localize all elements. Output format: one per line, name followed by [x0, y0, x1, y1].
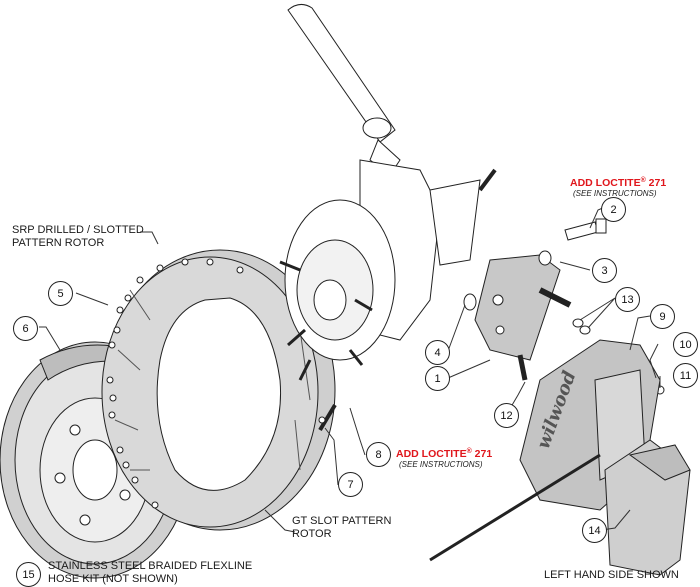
gt-rotor-label-line2: ROTOR: [292, 528, 332, 540]
pad-retaining-pin: [429, 453, 601, 562]
callout-1: 1: [425, 366, 450, 391]
callout-4: 4: [425, 340, 450, 365]
loctite-instructions: (SEE INSTRUCTIONS): [573, 189, 657, 198]
callout-12: 12: [494, 403, 519, 428]
gt-rotor-label-line1: GT SLOT PATTERN: [292, 515, 392, 527]
callout-8: 8: [366, 442, 391, 467]
drilled-slotted-rotor: [101, 249, 336, 531]
hose-kit-label: STAINLESS STEEL BRAIDED FLEXLINE HOSE KI…: [48, 560, 252, 586]
callout-10: 10: [673, 332, 698, 357]
callout-15: 15: [16, 562, 41, 587]
side-note: LEFT HAND SIDE SHOWN: [544, 569, 679, 581]
callout-14: 14: [582, 518, 607, 543]
srp-rotor-label-line2: PATTERN ROTOR: [12, 237, 105, 249]
loctite-title: ADD LOCTITE® 271: [396, 448, 493, 460]
hose-kit-label-line1: STAINLESS STEEL BRAIDED FLEXLINE: [48, 560, 253, 572]
callout-3: 3: [592, 258, 617, 283]
callout-5: 5: [48, 281, 73, 306]
callout-9: 9: [650, 304, 675, 329]
hub-spindle: [279, 4, 497, 381]
callout-11: 11: [673, 363, 698, 388]
srp-rotor-label-line1: SRP DRILLED / SLOTTED: [12, 224, 144, 236]
srp-rotor-label: SRP DRILLED / SLOTTED PATTERN ROTOR: [12, 224, 144, 250]
callout-2: 2: [601, 197, 626, 222]
loctite-note-part-8: ADD LOCTITE® 271 (SEE INSTRUCTIONS): [396, 446, 492, 470]
callout-6: 6: [13, 316, 38, 341]
bolts-washers: [318, 218, 665, 432]
callout-13: 13: [615, 287, 640, 312]
loctite-instructions: (SEE INSTRUCTIONS): [399, 460, 483, 469]
loctite-title: ADD LOCTITE® 271: [570, 177, 667, 189]
gt-rotor-label: GT SLOT PATTERN ROTOR: [292, 515, 391, 541]
loctite-note-part-2: ADD LOCTITE® 271 (SEE INSTRUCTIONS): [570, 175, 666, 199]
brake-pads: [604, 439, 691, 576]
hose-kit-label-line2: HOSE KIT (NOT SHOWN): [48, 573, 178, 585]
callout-7: 7: [338, 472, 363, 497]
